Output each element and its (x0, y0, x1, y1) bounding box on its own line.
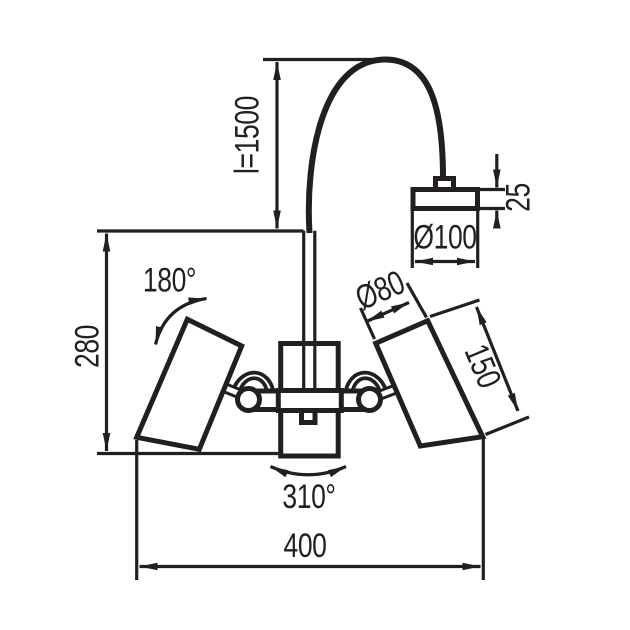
dimension-line (365, 301, 410, 323)
fixture-height-label: 280 (69, 325, 107, 368)
right-cable-loop-inner (350, 376, 382, 394)
dim-cable-length: l=1500 (229, 57, 394, 229)
left-cable-loop-outer (230, 370, 276, 394)
left-lampshade (133, 315, 245, 453)
right-swivel-joint (356, 386, 383, 413)
dimension-line (475, 306, 520, 412)
annotation-tilt-angle: 180° (143, 262, 207, 345)
body-hub (275, 388, 344, 413)
fixture-width-label: 400 (283, 527, 326, 565)
ceiling-canopy (410, 187, 480, 211)
left-swivel-joint (235, 386, 262, 413)
dim-fixture-width: 400 (135, 438, 485, 580)
tilt-angle-arrow (153, 296, 207, 345)
canopy-diameter-label: Ø100 (413, 219, 476, 257)
rotation-angle-arrow (269, 465, 347, 478)
right-lampshade (372, 317, 487, 449)
dim-fixture-height: 280 (69, 229, 304, 456)
right-cable-loop-outer (343, 370, 389, 394)
extension-line-top (429, 298, 481, 319)
dim-canopy-height: 25 (479, 154, 538, 229)
shade-length-label: 150 (457, 339, 509, 393)
body-notch (299, 408, 318, 425)
annotation-rotation-angle: 310° (269, 465, 347, 516)
stem-tube (302, 230, 317, 391)
rotation-angle-label: 310° (282, 478, 335, 516)
power-cable (305, 56, 446, 234)
canopy-height-label: 25 (500, 183, 538, 212)
extension-line-bottom (484, 415, 530, 436)
left-cable-loop-inner (237, 376, 269, 394)
extension-line-right (405, 282, 428, 319)
shade-diameter-label: Ø80 (350, 263, 410, 317)
dim-canopy-diameter: Ø100 (410, 209, 480, 268)
extension-line-left (359, 307, 376, 340)
cable-length-label: l=1500 (229, 96, 267, 174)
tilt-angle-label: 180° (143, 262, 196, 300)
